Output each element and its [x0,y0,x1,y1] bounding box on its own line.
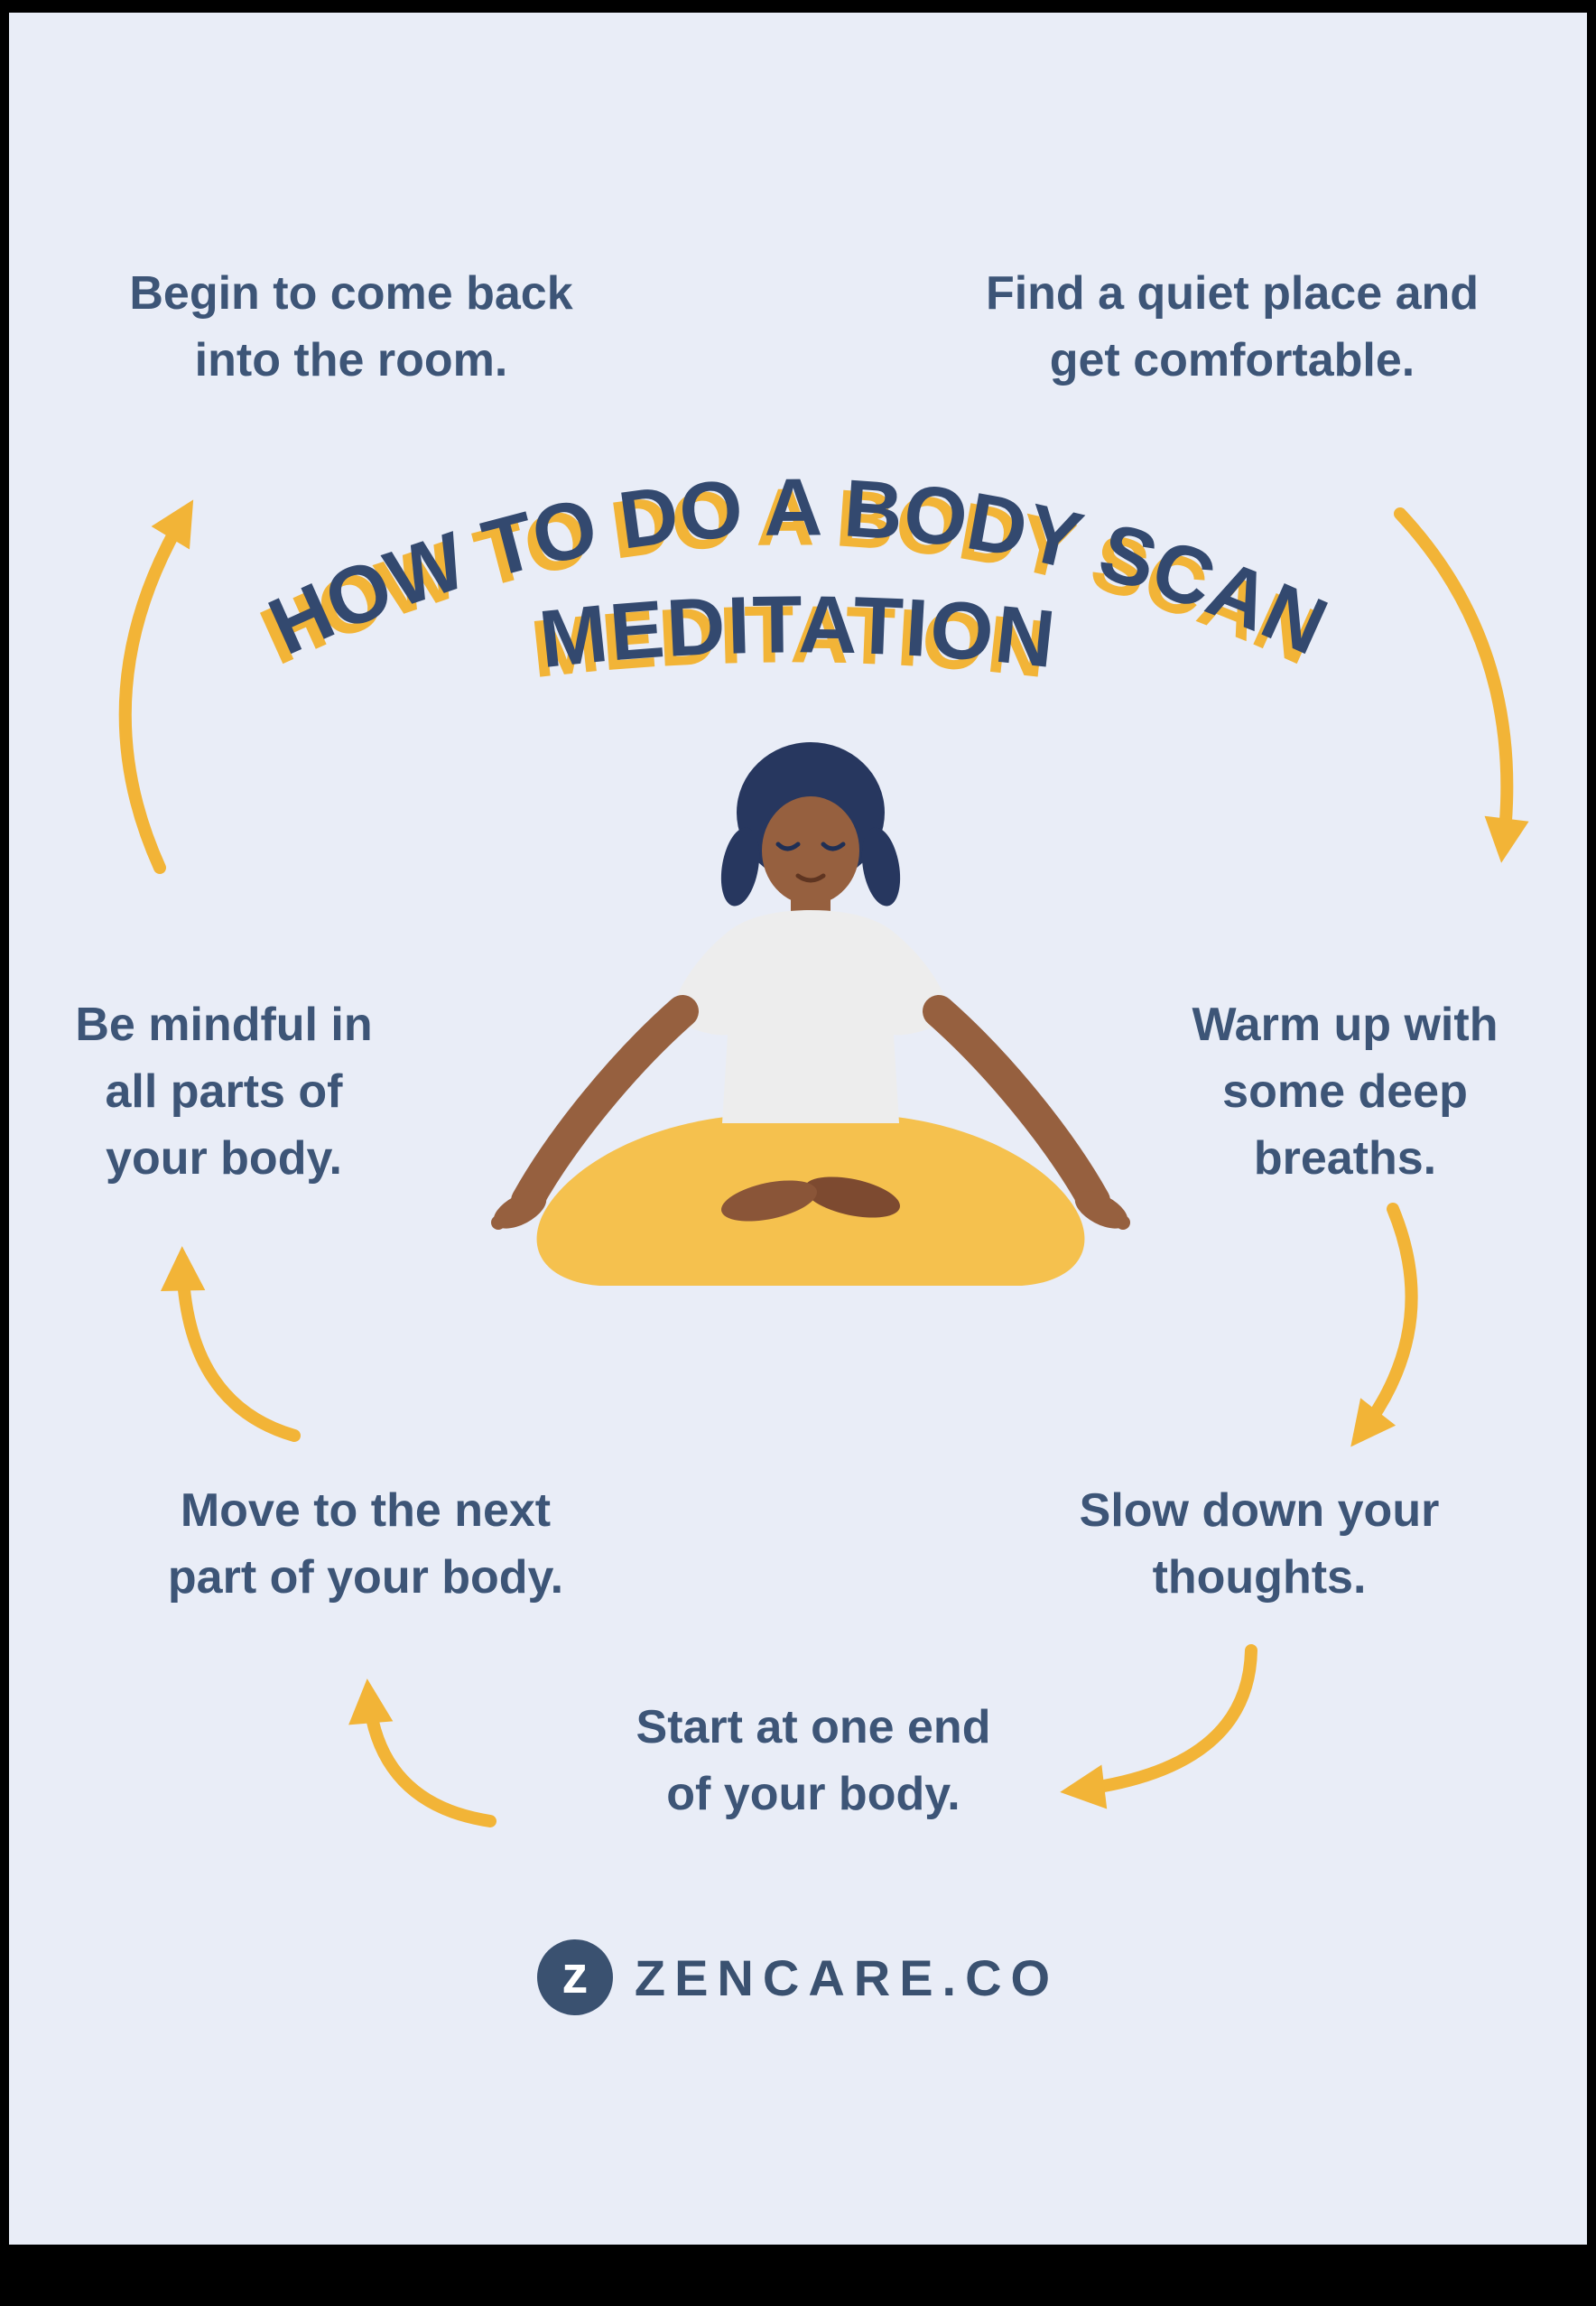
step-find-quiet-place: Find a quiet place and get comfortable. [961,260,1503,394]
brand-name: ZENCARE.CO [634,1948,1060,2006]
arrow-up-left-icon [118,499,194,874]
step-begin-to-come-back: Begin to come back into the room. [80,260,622,394]
step-line: all parts of [105,1065,343,1118]
step-warm-up: Warm up with some deep breaths. [1146,991,1544,1192]
step-start-at-one-end: Start at one end of your body. [543,1694,1084,1827]
hair-right-lock-shape [861,827,901,907]
left-arm-shape [511,995,699,1217]
step-line: Be mindful in [75,999,373,1051]
step-line: into the room. [194,334,508,386]
arrow-bottom-left-icon [348,1678,496,1827]
hair-left-lock-shape [720,827,760,907]
step-line: Begin to come back [129,267,573,320]
title-line2: MEDITATION [535,580,1061,685]
step-line: Start at one end [636,1701,991,1753]
step-line: thoughts. [1152,1551,1367,1604]
step-be-mindful: Be mindful in all parts of your body. [25,991,422,1192]
step-line: your body. [106,1132,342,1185]
arrow-left-middle-icon [160,1246,301,1442]
step-line: get comfortable. [1049,334,1415,386]
zencare-logo-icon: z [536,1939,613,2015]
back-foot-shape [804,1176,900,1218]
step-line: Move to the next [180,1484,552,1537]
right-eye-closed-icon [821,842,846,851]
logo-letter: z [561,1945,589,2004]
smile-icon [795,873,826,883]
step-line: Warm up with [1192,999,1499,1051]
front-foot-shape [721,1180,817,1222]
brand-footer: z ZENCARE.CO [0,1939,1596,2015]
step-line: of your body. [666,1768,960,1820]
left-hand-shape [493,1191,547,1229]
step-line: breaths. [1253,1132,1437,1185]
right-arm-shape [923,995,1110,1217]
shirt-shape [670,910,951,1123]
right-hand-shape [1074,1191,1128,1229]
left-eye-closed-icon [775,842,801,851]
left-hand-finger-shape [491,1215,506,1230]
face-shape [762,796,859,905]
arrow-right-middle-icon [1350,1203,1418,1447]
step-move-to-next: Move to the next part of your body. [95,1477,636,1611]
arrow-bottom-right-icon [1060,1644,1257,1809]
step-line: Find a quiet place and [985,267,1480,320]
step-line: Slow down your [1079,1484,1440,1537]
title-line2-shadow: MEDITATION [527,590,1053,695]
step-slow-down: Slow down your thoughts. [988,1477,1530,1611]
step-line: some deep [1222,1065,1468,1118]
poster-title: HOW TO DO A BODY SCAN HOW TO DO A BODY S… [248,462,1340,695]
step-line: part of your body. [167,1551,564,1604]
cycle-arrows [118,499,1529,1827]
meditating-person-illustration [491,742,1130,1286]
arrow-down-right-icon [1394,507,1529,863]
right-hand-finger-shape [1116,1215,1130,1230]
